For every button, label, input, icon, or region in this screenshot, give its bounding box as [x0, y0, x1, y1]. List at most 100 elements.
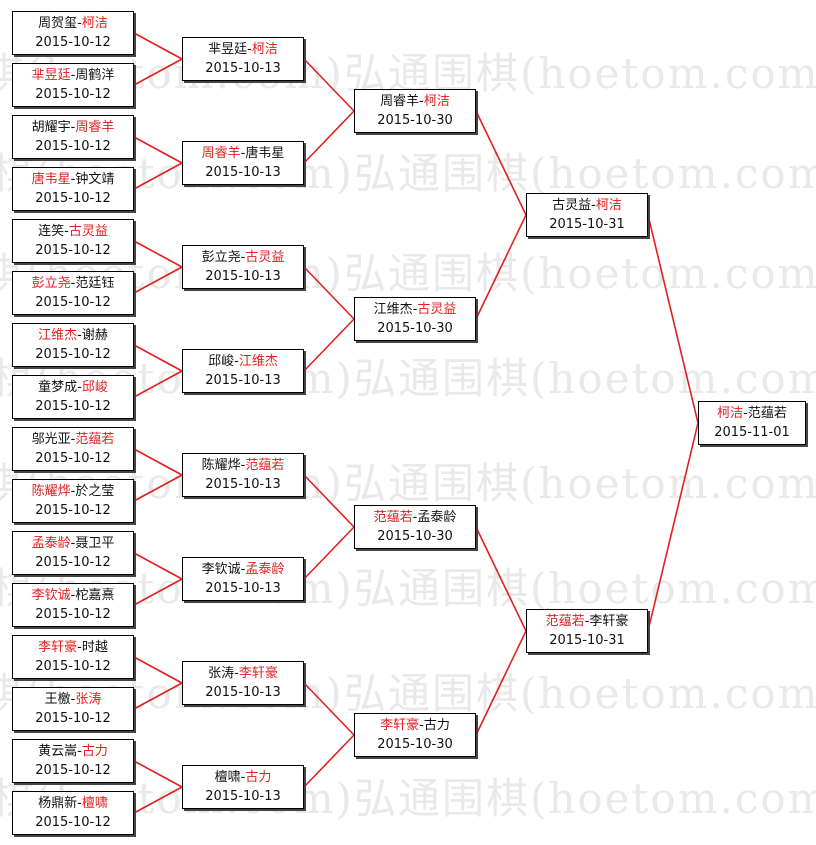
player-name: 古力: [81, 744, 108, 759]
player-separator: -: [247, 42, 252, 57]
match-date: 2015-10-13: [205, 789, 281, 804]
bracket-connector: [133, 240, 183, 268]
player-name: 连笑: [38, 224, 65, 239]
match-date: 2015-10-30: [377, 113, 453, 128]
match-players: 彭立尧-范廷钰: [13, 274, 133, 293]
match-players: 连笑-古灵益: [13, 222, 133, 241]
player-name: 古力: [245, 770, 272, 785]
player-name: 陈耀烨: [201, 458, 241, 473]
player-separator: -: [412, 302, 418, 317]
player-name: 檀啸: [81, 796, 108, 811]
match-players: 陈耀烨-於之莹: [13, 482, 133, 501]
player-name: 周贺玺: [38, 16, 78, 31]
player-name: 柁嘉熹: [75, 588, 115, 603]
match-players: 邱峻-江维杰: [183, 352, 303, 371]
player-name: 胡耀宇: [31, 120, 71, 135]
player-separator: -: [419, 718, 424, 733]
player-separator: -: [240, 562, 246, 577]
match-date: 2015-10-13: [205, 685, 281, 700]
match-date: 2015-10-12: [35, 503, 111, 518]
player-name: 周鹤洋: [75, 68, 115, 83]
player-separator: -: [70, 432, 76, 447]
player-name: 彭立尧: [31, 276, 71, 291]
match-players: 唐韦星-钟文靖: [13, 170, 133, 189]
match-date: 2015-10-12: [35, 815, 111, 830]
player-name: 彭立尧: [201, 250, 241, 265]
match-players: 邬光亚-范蕴若: [13, 430, 133, 449]
match-date: 2015-10-12: [35, 347, 111, 362]
player-name: 周睿羊: [201, 146, 241, 161]
match-players: 古灵益-柯洁: [527, 196, 647, 215]
player-separator: -: [240, 146, 246, 161]
match-date: 2015-10-12: [35, 243, 111, 258]
player-name: 唐韦星: [245, 146, 285, 161]
match-date: 2015-10-12: [35, 451, 111, 466]
player-separator: -: [77, 640, 82, 655]
bracket-connector: [133, 786, 183, 814]
player-separator: -: [240, 458, 246, 473]
player-separator: -: [419, 94, 424, 109]
match-players: 周睿羊-唐韦星: [183, 144, 303, 163]
match-players: 胡耀宇-周睿羊: [13, 118, 133, 137]
bracket-connector: [303, 58, 355, 112]
player-name: 范廷钰: [75, 276, 115, 291]
bracket-connector: [303, 682, 355, 736]
player-separator: -: [743, 406, 748, 421]
player-name: 於之莹: [75, 484, 115, 499]
match-date: 2015-10-12: [35, 35, 111, 50]
player-name: 柯洁: [81, 16, 108, 31]
player-name: 杨鼎新: [38, 796, 78, 811]
player-name: 檀啸: [214, 770, 241, 785]
player-separator: -: [240, 770, 246, 785]
player-separator: -: [77, 380, 82, 395]
match-date: 2015-10-12: [35, 87, 111, 102]
match-date: 2015-10-13: [205, 269, 281, 284]
bracket-connector: [133, 136, 183, 164]
player-separator: -: [412, 510, 418, 525]
match-players: 芈昱廷-柯洁: [183, 40, 303, 59]
match-date: 2015-10-13: [205, 165, 281, 180]
bracket-connector: [133, 578, 183, 606]
player-name: 谢赫: [81, 328, 108, 343]
match-players: 黄云嵩-古力: [13, 742, 133, 761]
player-name: 周睿羊: [75, 120, 115, 135]
match-box-round1: 陈耀烨-於之莹 2015-10-12: [12, 479, 134, 523]
player-separator: -: [70, 276, 76, 291]
match-box-round2: 周睿羊-唐韦星 2015-10-13: [182, 141, 304, 185]
match-date: 2015-10-12: [35, 555, 111, 570]
player-name: 柯洁: [595, 198, 622, 213]
bracket-connector: [133, 58, 183, 86]
match-players: 王檄-张涛: [13, 690, 133, 709]
player-name: 陈耀烨: [31, 484, 71, 499]
match-date: 2015-10-31: [549, 217, 625, 232]
player-name: 范蕴若: [75, 432, 115, 447]
match-date: 2015-10-13: [205, 581, 281, 596]
match-box-round1: 连笑-古灵益 2015-10-12: [12, 219, 134, 263]
player-name: 江维杰: [373, 302, 413, 317]
bracket-connector: [303, 318, 355, 372]
match-players: 范蕴若-李轩豪: [527, 612, 647, 631]
match-date: 2015-11-01: [714, 425, 790, 440]
player-name: 张涛: [208, 666, 235, 681]
player-separator: -: [70, 588, 76, 603]
player-name: 柯洁: [717, 406, 744, 421]
player-name: 时越: [81, 640, 108, 655]
match-date: 2015-10-30: [377, 321, 453, 336]
player-name: 范蕴若: [373, 510, 413, 525]
player-name: 李钦诚: [31, 588, 71, 603]
player-name: 童梦成: [38, 380, 78, 395]
player-separator: -: [70, 536, 76, 551]
bracket-connector: [475, 214, 527, 320]
match-players: 李钦诚-柁嘉熹: [13, 586, 133, 605]
player-name: 孟泰龄: [31, 536, 71, 551]
